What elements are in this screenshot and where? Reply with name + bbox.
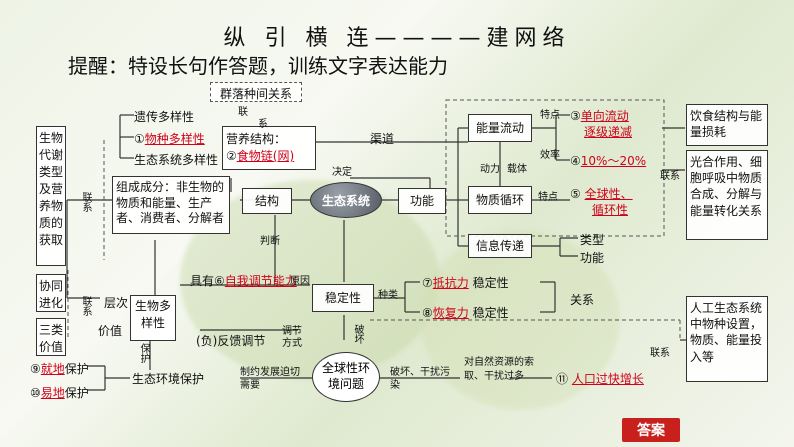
page-title: 纵 引 横 连————建网络: [223, 26, 571, 51]
connect-label-coevolution: 联系: [80, 296, 91, 316]
answer-11: ⑪ 人口过快增长: [556, 372, 644, 386]
page-subtitle: 提醒：特设长句作答题，训练文字表达能力: [68, 54, 448, 78]
answer-button[interactable]: 答案: [622, 418, 680, 442]
three-values-box: 三类价值: [36, 318, 66, 356]
energy-flow-box: 能量流动: [468, 114, 532, 142]
structure-box: 结构: [242, 188, 292, 214]
stability-box: 稳定性: [312, 284, 374, 312]
protect-label: 保护: [138, 343, 149, 363]
hierarchy-label: 层次: [104, 296, 129, 310]
kinds-label: 种类: [378, 290, 398, 301]
connect-label-bottom: 联系: [650, 348, 670, 359]
ecosystem-diversity-label: 生态系统多样性: [134, 153, 219, 167]
bio-diversity-box: 生物多样性: [130, 295, 176, 341]
eco-protection-label: 生态环境保护: [132, 372, 205, 386]
info-function-label: 功能: [580, 251, 605, 265]
destroy-label: 破坏: [352, 324, 363, 344]
food-chain-answer: ②食物链(网): [226, 149, 295, 163]
answer-10: ⑩易地保护: [30, 386, 89, 400]
nutrition-structure-box: 营养结构： ②食物链(网): [222, 126, 316, 170]
feature-label-2: 特点: [538, 192, 558, 203]
negative-feedback-label: (负)反馈调节: [196, 334, 266, 348]
components-box: 组成成分：非生物的物质和能量、生产者、消费者、分解者: [112, 176, 230, 234]
value-label: 价值: [98, 324, 123, 338]
carrier-label: 载体: [507, 164, 527, 175]
answer-5: ⑤ 全球性、循环性: [570, 187, 633, 217]
answer-9: ⑨就地保护: [30, 362, 89, 376]
connect-label-right: 联系: [660, 171, 680, 182]
nutrition-structure-label: 营养结构：: [226, 132, 287, 146]
connect-label-structure-2: 系: [258, 119, 268, 130]
disturb-label: 破坏、干扰污染: [390, 367, 450, 391]
relation-label: 关系: [570, 293, 595, 307]
connect-label-structure: 联: [238, 107, 248, 118]
self-regulation-answer: 具有⑥自我调节能力: [190, 274, 297, 288]
genetic-diversity-label: 遗传多样性: [134, 110, 195, 124]
efficiency-label: 效率: [540, 150, 560, 161]
feature-label-1: 特点: [540, 110, 560, 121]
ecosystem-node: 生态系统: [310, 182, 382, 218]
restrict-label: 制约发展迫切需要: [240, 367, 300, 391]
cause-label: 原因: [290, 276, 310, 287]
community-relation-box: 群落种间关系: [210, 82, 302, 102]
answer-4: ④10%～20%: [570, 154, 647, 168]
regulation-label: 调节方式: [282, 326, 302, 349]
info-transfer-box: 信息传递: [468, 234, 532, 258]
over-exploit-label: 对自然资源的索取、干扰过多: [464, 357, 534, 382]
artificial-ecosystem-box: 人工生态系统中物种设置，物质、能量投入等: [686, 296, 768, 382]
function-box: 功能: [398, 188, 446, 214]
decides-label: 决定: [332, 167, 352, 178]
material-cycle-box: 物质循环: [468, 186, 532, 214]
answer-3: ③单向流动逐级递减: [570, 109, 633, 139]
metabolism-box: 生物代谢类型及营养物质的获取: [36, 126, 66, 266]
answer-8: ⑧恢复力 稳定性: [422, 306, 509, 320]
diet-box: 饮食结构与能量损耗: [686, 104, 768, 146]
answer-7: ⑦抵抗力 稳定性: [422, 276, 509, 290]
global-problem-node: 全球性环境问题: [312, 352, 380, 402]
judge-label: 判断: [260, 236, 280, 247]
coevolution-box: 协同进化: [36, 274, 66, 312]
info-type-label: 类型: [580, 233, 605, 247]
species-diversity-label: ①物种多样性: [134, 132, 205, 146]
channel-label: 渠道: [370, 132, 395, 146]
photosynthesis-box: 光合作用、细胞呼吸中物质合成、分解与能量转化关系: [686, 150, 768, 240]
driving-force-label: 动力: [480, 164, 500, 175]
connect-label-left: 联系: [80, 192, 91, 212]
